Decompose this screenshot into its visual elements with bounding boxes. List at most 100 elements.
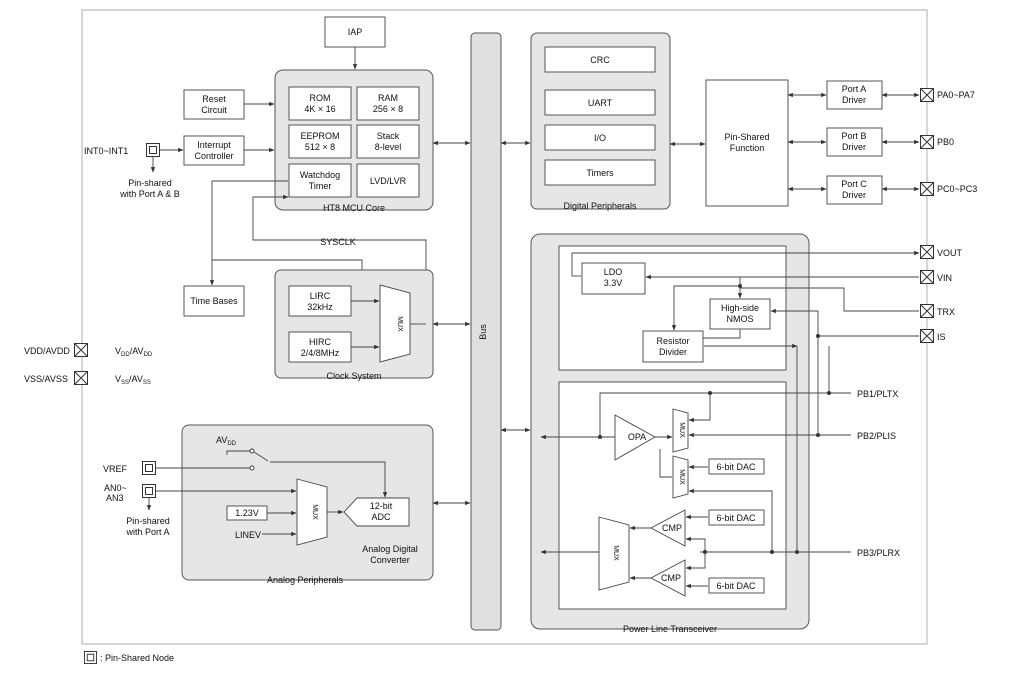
cmp-2-label: CMP <box>661 573 681 583</box>
eeprom-label: EEPROM <box>300 131 339 141</box>
opa-label: OPA <box>628 432 646 442</box>
vout-pin-node <box>920 245 934 259</box>
high-side-nmos-label-2: NMOS <box>727 314 754 324</box>
hirc-block <box>288 331 352 363</box>
reset-block <box>183 89 245 120</box>
interrupt-label-2: Controller <box>194 151 233 161</box>
dac-3-label: 6-bit DAC <box>716 581 756 591</box>
iap-label: IAP <box>348 27 363 37</box>
time-bases-block <box>183 285 245 317</box>
port-c-pin-label: PC0~PC3 <box>937 184 977 194</box>
int-pin-note-2: with Port A & B <box>119 189 180 199</box>
clock-mux-label: MUX <box>396 316 403 332</box>
dac-3-block <box>708 577 765 594</box>
cmp-1-label: CMP <box>662 523 682 533</box>
adc-mux <box>296 478 328 546</box>
dac-2-block <box>708 509 765 526</box>
analog-peripherals-label: Analog Peripherals <box>267 575 344 585</box>
io-block <box>544 124 656 151</box>
vss-internal-label: VSS/AVSS <box>115 374 151 386</box>
port-c-driver-label: Port C <box>841 179 867 189</box>
opa-mux-bottom-label: MUX <box>678 469 685 485</box>
adc-label-2: ADC <box>371 512 391 522</box>
watchdog-label-2: Timer <box>309 181 332 191</box>
power-line-transceiver-label: Power Line Transceiver <box>623 624 717 634</box>
high-side-nmos-label: High-side <box>721 303 759 313</box>
stack-block <box>356 124 420 159</box>
dac-1-block <box>708 458 765 475</box>
adc-mux-label: MUX <box>311 504 318 520</box>
port-b-pin-label: PB0 <box>937 137 954 147</box>
port-a-pin-node <box>920 88 934 102</box>
port-a-driver-label: Port A <box>842 84 867 94</box>
int-pin-shared-node <box>146 143 160 157</box>
cmp-mux-label: MUX <box>612 545 619 561</box>
vdd-internal-label: VDD/AVDD <box>115 346 153 358</box>
port-b-pin-node <box>920 135 934 149</box>
digital-peripherals-label: Digital Peripherals <box>563 201 637 211</box>
adc-label: 12-bit <box>370 501 393 511</box>
adc-converter-label: Analog Digital <box>362 544 418 554</box>
linev-label: LINEV <box>235 530 261 540</box>
an-pin-note-2: with Port A <box>125 527 169 537</box>
resistor-divider-label-2: Divider <box>659 347 687 357</box>
opa-mux-top-label: MUX <box>678 422 685 438</box>
clock-system-label: Clock System <box>326 371 381 381</box>
high-side-nmos-block <box>709 298 771 330</box>
is-pin-label: IS <box>937 332 946 342</box>
system-bus <box>470 32 502 631</box>
pb3-pin-label: PB3/PLRX <box>857 548 900 558</box>
avdd-label: AVDD <box>216 435 237 447</box>
pin-shared-function-label: Pin-Shared <box>724 132 769 142</box>
reset-label: Reset <box>202 94 226 104</box>
dac-1-label: 6-bit DAC <box>716 462 756 472</box>
vref-shared-node <box>142 461 156 475</box>
vref-pin-label: VREF <box>103 464 128 474</box>
timers-label: Timers <box>586 168 614 178</box>
an-pin-label-2: AN3 <box>106 493 124 503</box>
bus-label: Bus <box>478 324 488 340</box>
uart-label: UART <box>588 98 613 108</box>
port-b-driver <box>826 127 883 157</box>
chip-outline <box>81 9 928 645</box>
vout-pin-label: VOUT <box>937 248 963 258</box>
port-b-driver-label-2: Driver <box>842 142 866 152</box>
opa-mux-bottom <box>672 455 689 499</box>
rom-block <box>288 86 352 121</box>
resistor-divider-label: Resistor <box>656 336 689 346</box>
interrupt-label: Interrupt <box>197 140 231 150</box>
port-c-pin-node <box>920 182 934 196</box>
int-pin-note: Pin-shared <box>128 178 172 188</box>
crc-label: CRC <box>590 55 610 65</box>
watchdog-block <box>288 163 352 198</box>
vdd-pin-label: VDD/AVDD <box>24 346 70 356</box>
lirc-block <box>288 285 352 317</box>
sysclk-label: SYSCLK <box>320 237 356 247</box>
eeprom-block <box>288 124 352 159</box>
trx-pin-node <box>920 304 934 318</box>
reset-label-2: Circuit <box>201 105 227 115</box>
hirc-label: HIRC <box>309 337 331 347</box>
vss-pin-node <box>74 371 88 385</box>
ram-block <box>356 86 420 121</box>
lvd-block <box>356 163 420 198</box>
ref-1v23-label: 1.23V <box>235 508 259 518</box>
vss-pin-label: VSS/AVSS <box>24 374 68 384</box>
is-pin-node <box>920 329 934 343</box>
port-b-driver-label: Port B <box>841 131 866 141</box>
port-a-driver-label-2: Driver <box>842 95 866 105</box>
vdd-pin-node <box>74 343 88 357</box>
ldo-label: LDO <box>604 267 623 277</box>
int-pin-label: INT0~INT1 <box>84 146 128 156</box>
stack-label: Stack <box>377 131 400 141</box>
crc-block <box>544 46 656 73</box>
interrupt-block <box>183 135 245 166</box>
adc-converter-label-2: Converter <box>370 555 410 565</box>
lirc-freq: 32kHz <box>307 302 333 312</box>
dac-2-label: 6-bit DAC <box>716 513 756 523</box>
legend-label: : Pin-Shared Node <box>100 653 174 663</box>
pin-shared-function-label-2: Function <box>730 143 765 153</box>
rom-label: ROM <box>310 93 331 103</box>
timers-block <box>544 159 656 186</box>
adc-block <box>343 497 410 527</box>
